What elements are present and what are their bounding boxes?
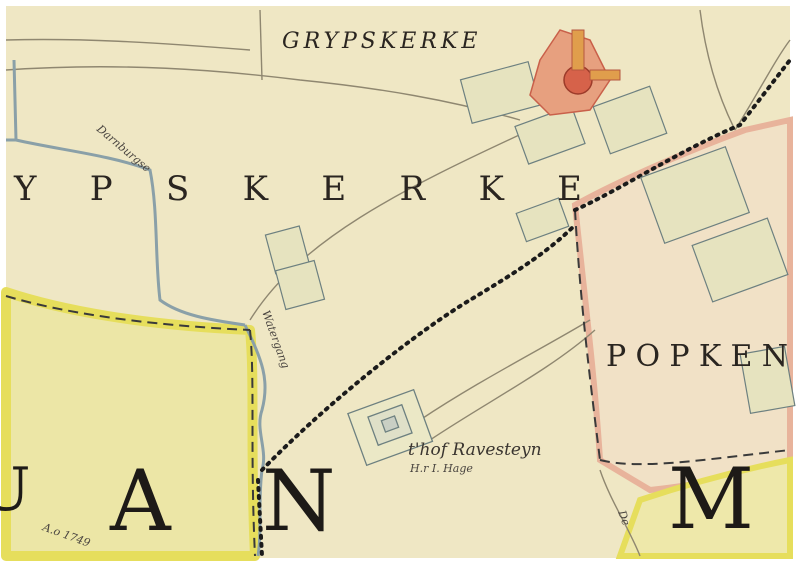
yellow-region-right — [615, 456, 793, 559]
label-letter-u: U — [0, 455, 31, 525]
roads — [5, 9, 791, 557]
label-letter-a: A — [109, 452, 172, 550]
label-owner: H.r I. Hage — [409, 462, 473, 475]
label-letter-m: M — [668, 450, 754, 548]
ravesteyn-estate — [347, 388, 434, 467]
dotted-boundary — [256, 58, 792, 558]
label-ravesteyn: t'hof Ravesteyn — [408, 440, 542, 460]
label-letter-de: De — [615, 508, 633, 528]
dyke-lines — [5, 209, 791, 557]
label-letter-n: N — [262, 452, 336, 550]
label-grypskerke-village: GRYPSKERKE — [282, 29, 481, 54]
grypskerke-village — [529, 29, 621, 116]
parcels — [264, 60, 796, 415]
